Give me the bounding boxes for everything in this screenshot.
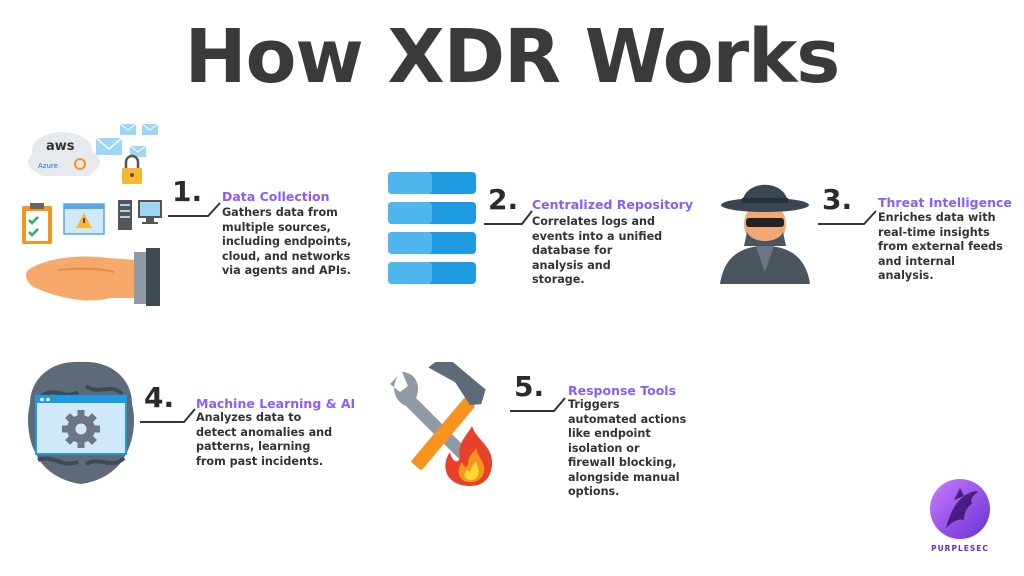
step-number: 5.	[514, 370, 545, 403]
brain-icon	[28, 361, 134, 484]
server-icon	[118, 200, 162, 230]
connector-line	[510, 397, 566, 412]
step-title: Machine Learning & AI	[196, 396, 356, 411]
step-description: Triggers automated actions like endpoint…	[568, 398, 687, 498]
spy-icon	[720, 184, 810, 284]
mail-icon	[95, 123, 159, 157]
step-number: 4.	[144, 381, 175, 414]
step-title: Centralized Repository	[532, 197, 693, 212]
step-title: Data Collection	[222, 189, 330, 204]
brand-name: PURPLESEC	[931, 544, 989, 553]
tools-illustration	[386, 362, 510, 486]
step-description: Correlates logs and events into a unifie…	[532, 215, 663, 286]
step-title: Threat Intelligence	[878, 195, 1012, 210]
hammer-icon	[411, 362, 486, 470]
purplesec-logo: PURPLESEC	[924, 478, 996, 562]
connector-line	[140, 408, 196, 423]
step-number: 1.	[172, 175, 203, 208]
connector-line	[818, 210, 877, 225]
step-number: 2.	[488, 183, 519, 216]
step-description: Gathers data from multiple sources, incl…	[222, 206, 352, 277]
brain-illustration	[22, 356, 140, 490]
gear-icon	[62, 410, 100, 448]
svg-text:Azure: Azure	[38, 162, 58, 170]
lock-icon	[122, 154, 142, 184]
hand-icon	[26, 248, 160, 306]
fire-icon	[445, 426, 493, 486]
page-title: How XDR Works	[184, 14, 841, 100]
data-collection-illustration: aws Azure	[18, 118, 176, 308]
step-number: 3.	[822, 183, 853, 216]
step-description: Enriches data with real-time insights fr…	[878, 211, 1003, 282]
connector-line	[484, 210, 533, 225]
warning-window-icon	[63, 203, 105, 235]
svg-text:aws: aws	[46, 139, 75, 154]
cloud-icon: aws Azure	[28, 132, 100, 176]
clipboard-icon	[22, 203, 52, 244]
database-illustration	[388, 172, 476, 284]
step-title: Response Tools	[568, 383, 677, 398]
database-icon	[388, 172, 476, 284]
step-description: Analyzes data to detect anomalies and pa…	[196, 411, 333, 468]
wrench-icon	[390, 372, 478, 469]
hacker-illustration	[716, 172, 814, 284]
connector-line	[168, 202, 221, 217]
